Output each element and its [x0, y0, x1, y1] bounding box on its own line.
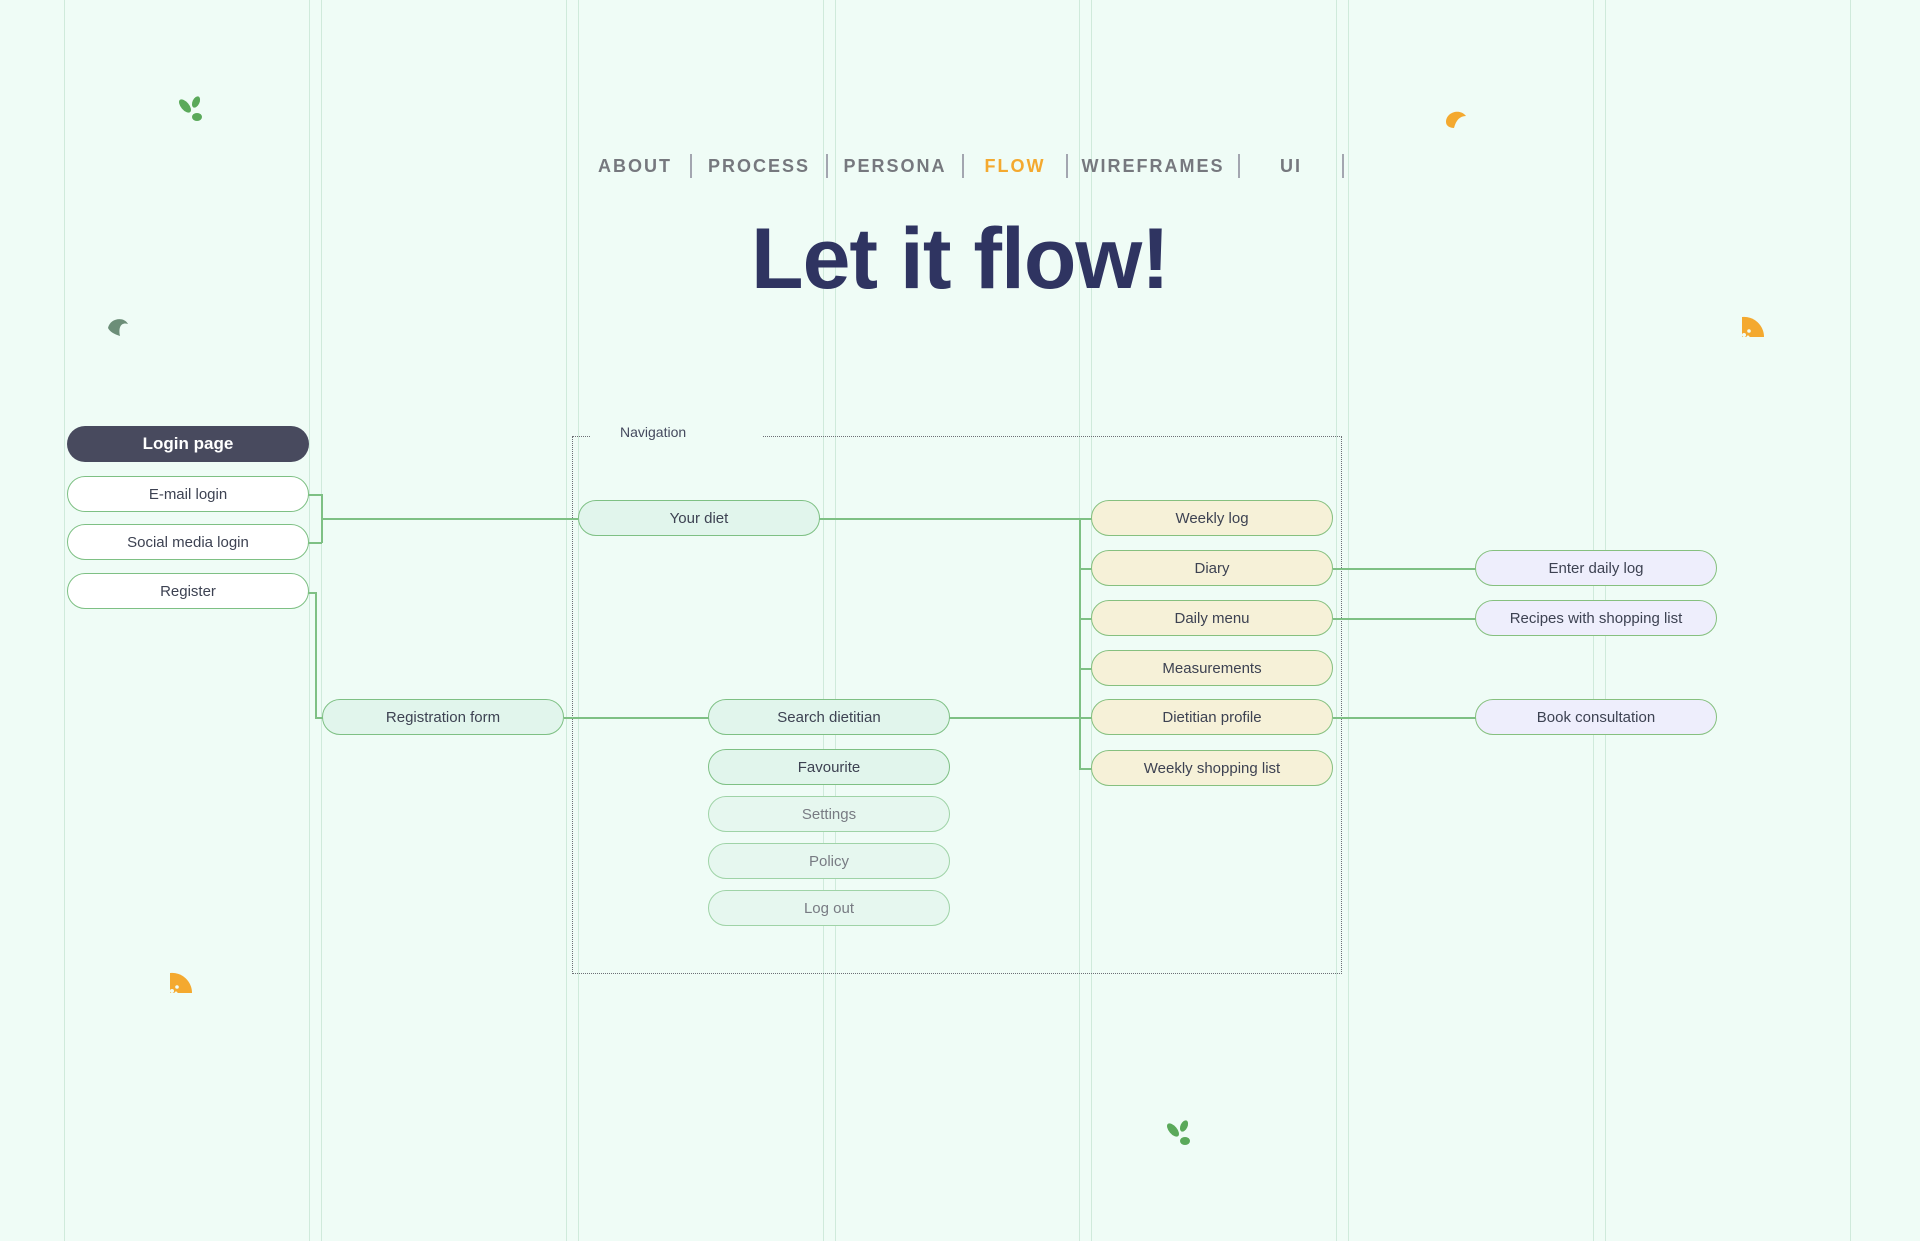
registration-form-node[interactable]: Registration form: [322, 699, 564, 735]
nav-separator: [1066, 154, 1068, 178]
connector: [1333, 568, 1476, 570]
enter-daily-log-node[interactable]: Enter daily log: [1475, 550, 1717, 586]
connector: [315, 592, 317, 718]
orange-slice-icon: [1446, 111, 1466, 128]
email-login-node[interactable]: E-mail login: [67, 476, 309, 512]
grid-line: [64, 0, 65, 1241]
grid-line: [578, 0, 579, 1241]
connector: [1079, 518, 1081, 769]
leaf-cluster-icon: [1167, 1120, 1190, 1145]
connector: [1079, 568, 1093, 570]
nav-link-process[interactable]: PROCESS: [707, 155, 811, 176]
nav-separator: [1238, 154, 1240, 178]
curled-leaf-icon: [108, 319, 128, 336]
daily-menu-node[interactable]: Daily menu: [1091, 600, 1333, 636]
connector: [1079, 618, 1093, 620]
grid-line: [1348, 0, 1349, 1241]
settings-node[interactable]: Settings: [708, 796, 950, 832]
connector: [321, 518, 578, 520]
search-dietitian-node[interactable]: Search dietitian: [708, 699, 950, 735]
grid-line: [566, 0, 567, 1241]
navigation-label: Navigation: [590, 424, 762, 440]
connector: [819, 518, 1093, 520]
connector: [308, 592, 316, 594]
nav-link-about[interactable]: ABOUT: [598, 155, 672, 176]
connector: [315, 717, 323, 719]
grid-line: [835, 0, 836, 1241]
diary-node[interactable]: Diary: [1091, 550, 1333, 586]
connector: [1333, 618, 1476, 620]
grid-line: [309, 0, 310, 1241]
favourite-node[interactable]: Favourite: [708, 749, 950, 785]
nav-separator: [962, 154, 964, 178]
recipes-shopping-list-node[interactable]: Recipes with shopping list: [1475, 600, 1717, 636]
orange-slice-icon: [1742, 316, 1765, 339]
connector: [308, 494, 322, 496]
nav-link-persona[interactable]: PERSONA: [843, 155, 947, 176]
your-diet-node[interactable]: Your diet: [578, 500, 820, 536]
connector: [564, 717, 709, 719]
page-title: Let it flow!: [751, 211, 1170, 307]
weekly-shopping-list-node[interactable]: Weekly shopping list: [1091, 750, 1333, 786]
measurements-node[interactable]: Measurements: [1091, 650, 1333, 686]
connector: [308, 542, 322, 544]
nav-separator: [690, 154, 692, 178]
nav-link-flow[interactable]: FLOW: [984, 155, 1046, 176]
grid-line: [823, 0, 824, 1241]
dietitian-profile-node[interactable]: Dietitian profile: [1091, 699, 1333, 735]
connector: [1333, 717, 1476, 719]
book-consultation-node[interactable]: Book consultation: [1475, 699, 1717, 735]
leaf-cluster-icon: [179, 96, 202, 121]
connector: [1079, 768, 1093, 770]
nav-link-wireframes[interactable]: WIREFRAMES: [1081, 155, 1225, 176]
nav-separator: [1342, 154, 1344, 178]
weekly-log-node[interactable]: Weekly log: [1091, 500, 1333, 536]
social-login-node[interactable]: Social media login: [67, 524, 309, 560]
login-page-header: Login page: [67, 426, 309, 462]
register-node[interactable]: Register: [67, 573, 309, 609]
policy-node[interactable]: Policy: [708, 843, 950, 879]
nav-separator: [826, 154, 828, 178]
grid-line: [1850, 0, 1851, 1241]
connector: [949, 717, 1093, 719]
navigation-frame: [572, 436, 1342, 974]
orange-slice-icon: [170, 972, 193, 995]
connector: [1079, 668, 1093, 670]
logout-node[interactable]: Log out: [708, 890, 950, 926]
grid-line: [1336, 0, 1337, 1241]
grid-line: [321, 0, 322, 1241]
top-nav: ABOUT PROCESS PERSONA FLOW WIREFRAMES UI: [580, 150, 1360, 182]
nav-link-ui[interactable]: UI: [1280, 155, 1302, 176]
